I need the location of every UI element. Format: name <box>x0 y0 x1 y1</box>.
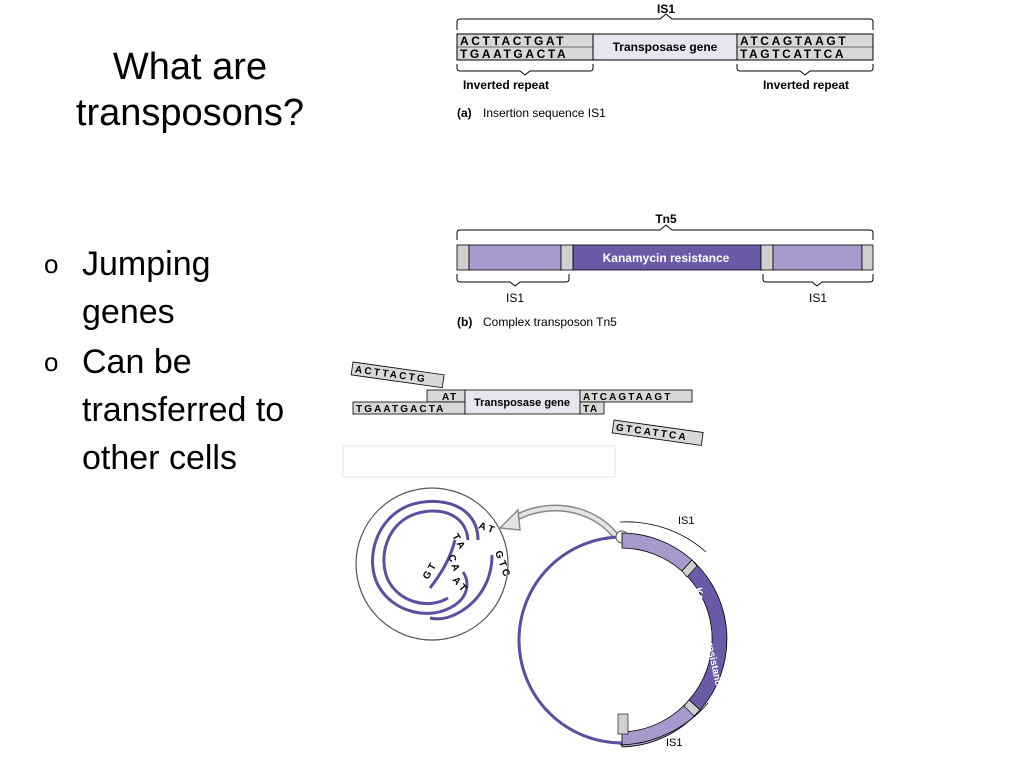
loose-bottom-strand: GTCATTCA <box>611 419 704 446</box>
mid-left-bottom-seq: TGAATGACTA <box>356 404 446 415</box>
is1-end-cap <box>861 244 874 271</box>
caption-a-text: Insertion sequence IS1 <box>483 106 606 120</box>
left-seq-bottom: TGAATGACTA <box>460 47 568 61</box>
left-repeat-label: Inverted repeat <box>463 78 549 92</box>
hairpin-stem-strand <box>428 539 457 589</box>
mid-right-bottom-box <box>579 401 605 415</box>
left-seq-top: ACTTACTGAT <box>460 34 566 48</box>
panel-c: ACTTACTG AT TGAATGACTA Transposase gene … <box>342 361 728 749</box>
bullet-text-line: transferred to <box>82 391 285 429</box>
transposase-label: Transposase gene <box>613 40 718 54</box>
hairpin-letters: C A <box>445 553 461 573</box>
right-repeat-brace <box>736 64 874 76</box>
is1-left-label: IS1 <box>506 291 524 305</box>
mid-right-top-seq: ATCAGTAAGT <box>583 392 673 403</box>
title-line-2: transposons? <box>75 92 305 134</box>
is1-end-cap <box>560 244 574 271</box>
zoom-pointer-arrow-fill <box>510 506 617 537</box>
bullet-list: o Jumping genes o Can be transferred to … <box>44 240 344 484</box>
bullet-item: o Jumping genes <box>44 240 344 336</box>
tn5-brace-label: Tn5 <box>655 212 677 226</box>
is1-right-brace <box>762 274 874 287</box>
is1-left-brace <box>456 274 570 287</box>
segment-boundary-cap <box>617 713 629 735</box>
zoom-pointer-arrowhead <box>498 508 521 531</box>
bullet-marker: o <box>44 347 59 377</box>
segment-boundary-cap <box>681 559 698 578</box>
bullet-text-line: genes <box>82 293 175 331</box>
is1-right-block <box>772 244 863 271</box>
slide-title: What are transposons? <box>30 44 350 136</box>
bullet-text-line: Jumping <box>82 245 211 283</box>
hairpin-letters: A T <box>477 520 496 536</box>
blank-frame <box>342 445 616 478</box>
caption-b-letter: (b) <box>457 315 472 329</box>
plasmid-is1-top <box>621 532 693 572</box>
strand-box <box>611 419 704 446</box>
caption-b-text: Complex transposon Tn5 <box>483 315 617 329</box>
mid-right-top-box <box>579 389 693 403</box>
panel-b: Tn5 Kanamycin resistance IS1 IS1 (b) Com… <box>456 212 874 329</box>
plasmid-is1-bottom <box>621 699 701 748</box>
hairpin-outer-strand <box>371 499 480 615</box>
caption-a-letter: (a) <box>457 106 472 120</box>
tn5-brace <box>456 224 874 240</box>
is1-end-cap <box>456 244 470 271</box>
right-seq-bottom: TAGTCATTCA <box>740 47 846 61</box>
plasmid-is1-top-label: IS1 <box>678 515 695 527</box>
title-line-1: What are <box>112 46 268 88</box>
strand-box <box>350 361 445 389</box>
kanamycin-gene-block <box>572 244 762 271</box>
is1-end-cap <box>760 244 774 271</box>
bullet-text-line: Can be <box>82 343 192 381</box>
hairpin-tail-strand <box>429 554 494 621</box>
plasmid-is1-bottom-bracket <box>619 702 709 746</box>
mid-left-top-seq: AT <box>442 392 458 403</box>
loose-top-strand: ACTTACTG <box>350 361 445 389</box>
segment-boundary-cap <box>683 699 701 717</box>
kanamycin-label: Kanamycin resistance <box>603 251 730 265</box>
hairpin-inner-strand <box>382 509 470 606</box>
plasmid-is1-bottom-label: IS1 <box>666 737 683 749</box>
mid-transposase-label: Transposase gene <box>474 397 570 409</box>
is1-right-label: IS1 <box>809 291 827 305</box>
mid-right-bottom-seq: TA <box>583 404 599 415</box>
bullet-marker: o <box>44 249 59 279</box>
is1-left-block <box>468 244 562 271</box>
is1-brace <box>456 13 874 30</box>
bullet-text-line: other cells <box>82 439 237 477</box>
mid-transposase-box <box>464 389 581 415</box>
bullet-item: o Can be transferred to other cells <box>44 338 344 482</box>
right-repeat-label: Inverted repeat <box>763 78 849 92</box>
right-seq-top: ATCAGTAAGT <box>740 34 848 48</box>
panel-a: IS1 ACTTACTGAT TGAATGACTA Transposase ge… <box>456 2 874 120</box>
plasmid-is1-top-bracket <box>619 521 707 553</box>
left-repeat-brace <box>456 64 594 76</box>
is1-brace-label: IS1 <box>657 2 675 16</box>
